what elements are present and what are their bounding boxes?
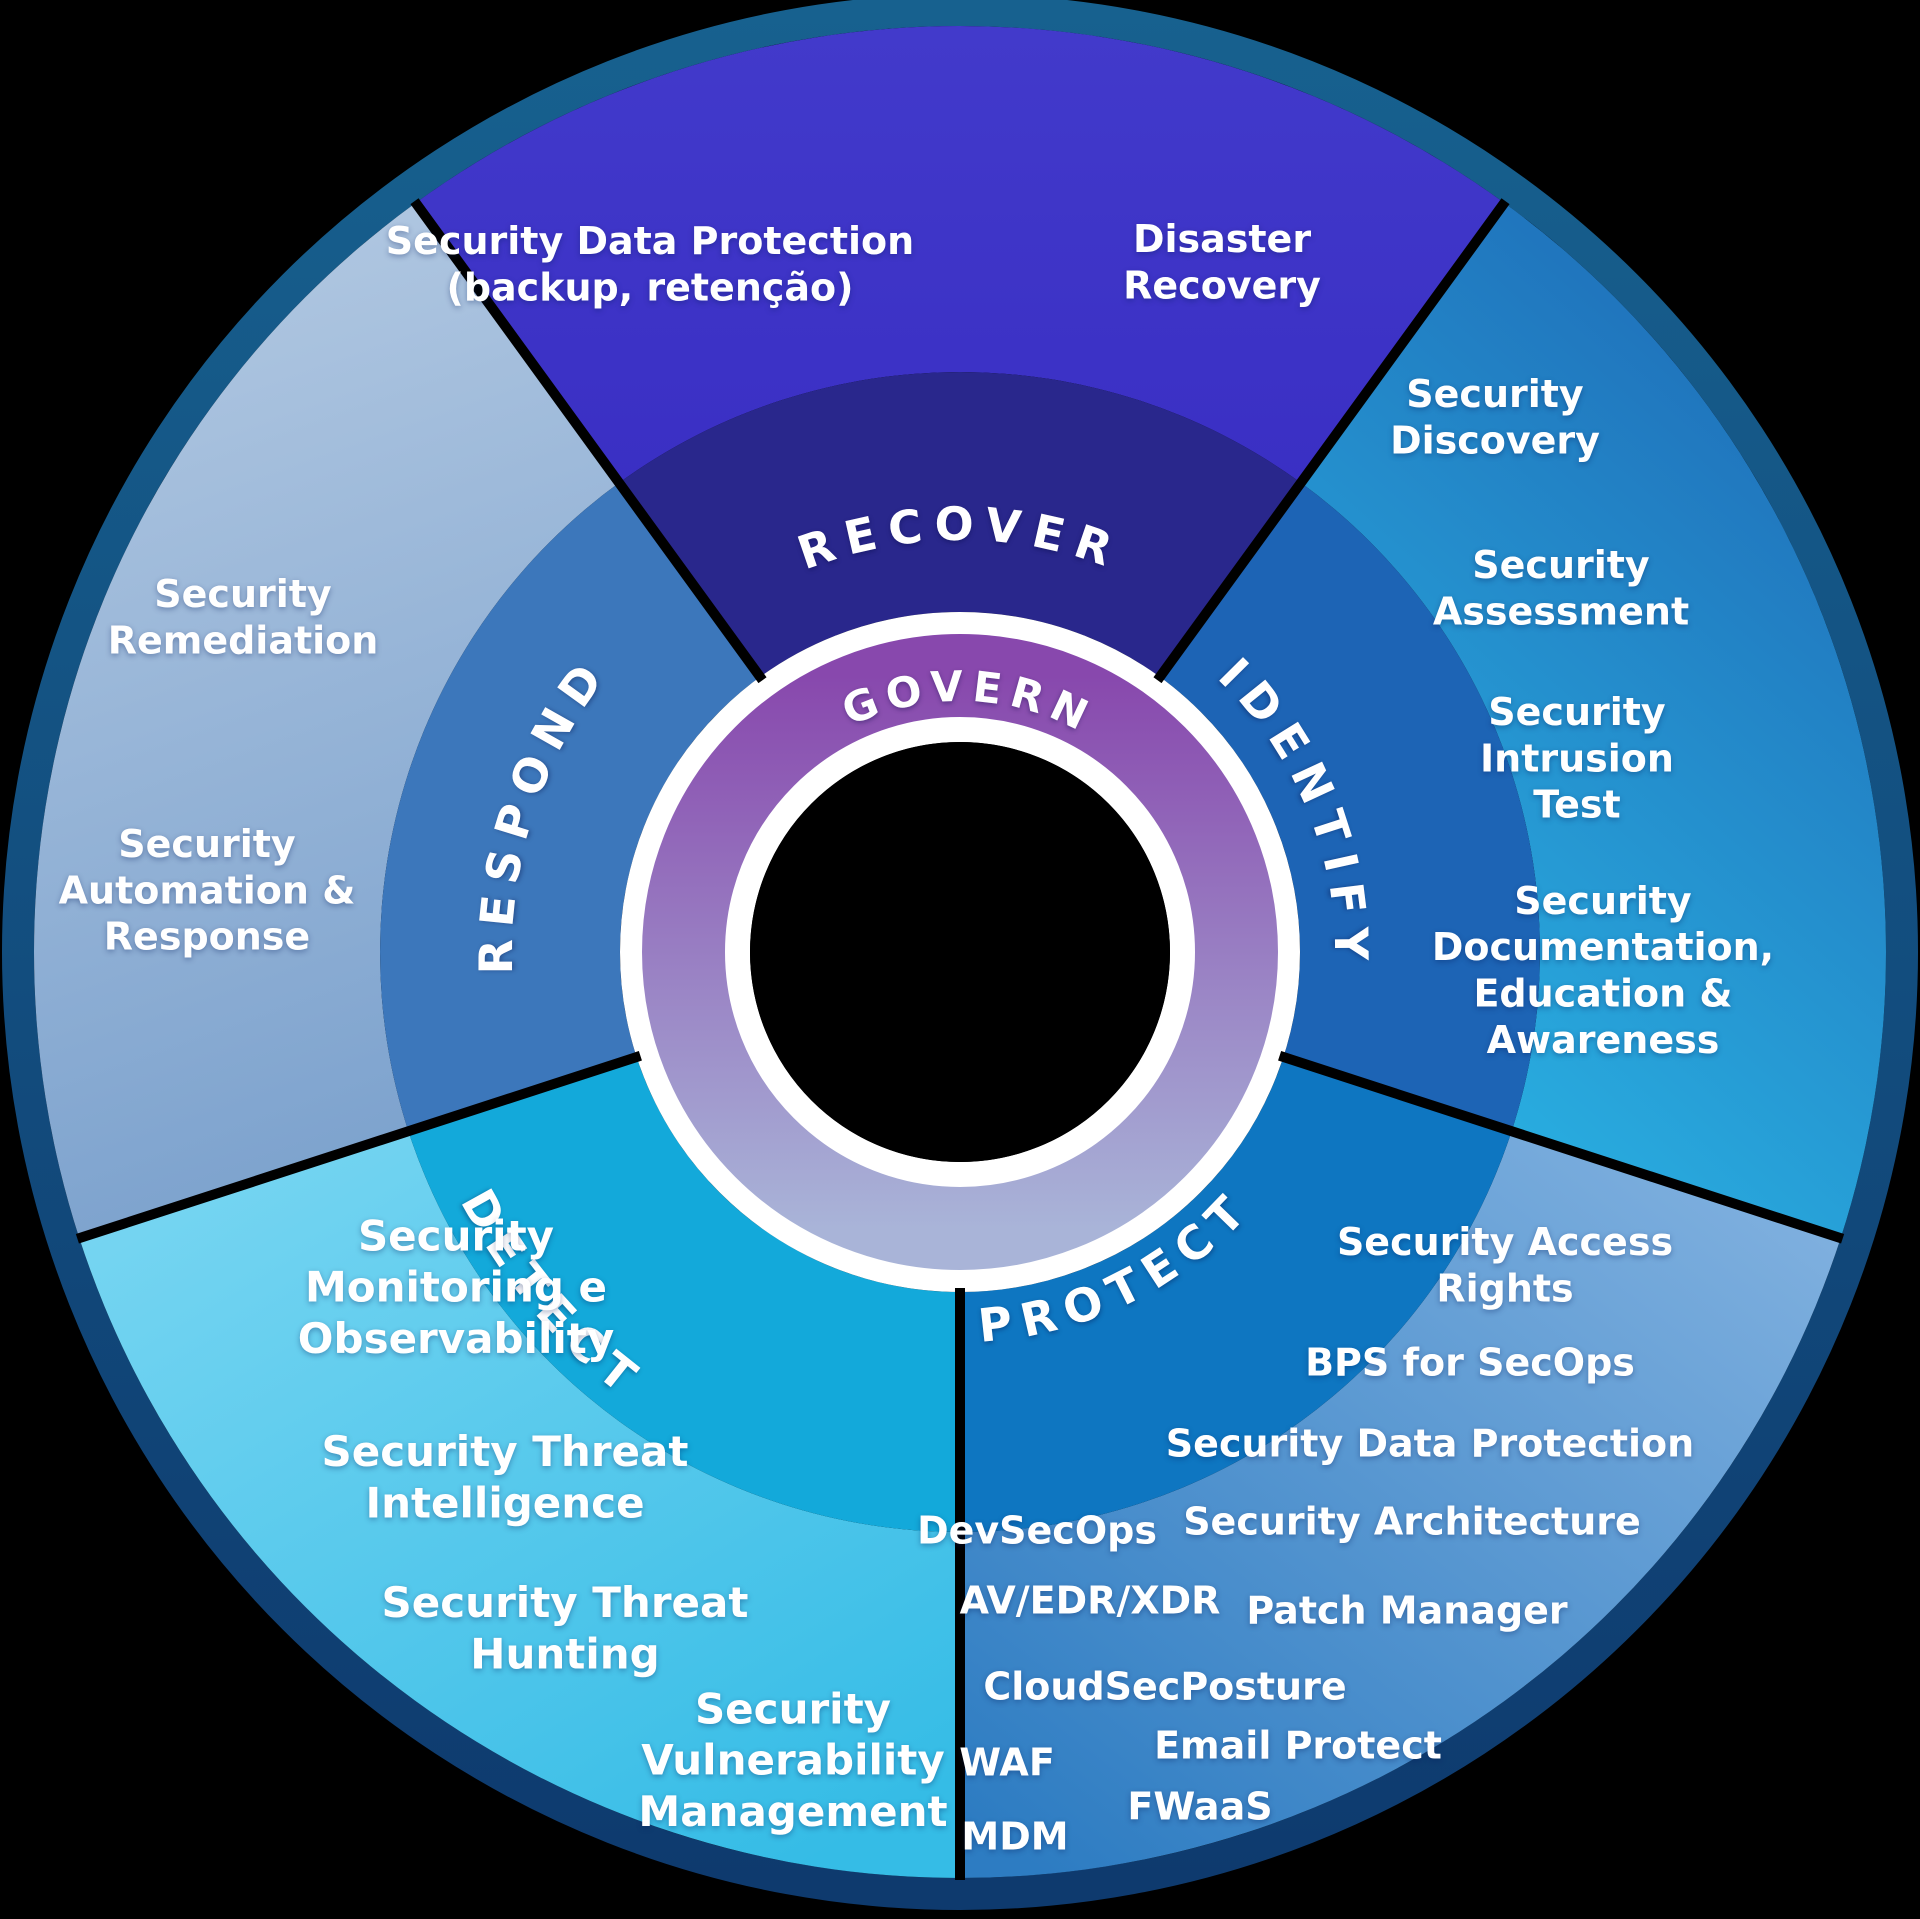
- service-label-protect: Email Protect: [1154, 1723, 1442, 1767]
- sector-respond-inner-segment: [380, 482, 761, 1132]
- sector-detect-outer-segment: [79, 1131, 961, 1878]
- sector-divider: [1278, 1051, 1845, 1244]
- service-label-protect: Patch Manager: [1246, 1588, 1568, 1632]
- sector-respond-outer-segment: [34, 202, 620, 1239]
- sector-recover-outer-segment: [415, 26, 1505, 483]
- service-label-protect: AV/EDR/XDR: [960, 1578, 1221, 1622]
- sector-divider: [410, 198, 767, 684]
- service-label-protect: DevSecOps: [917, 1508, 1157, 1552]
- sector-protect-outer-segment: [960, 1131, 1841, 1878]
- service-label-protect: WAF: [959, 1740, 1055, 1784]
- sector-recover-inner-segment: [619, 372, 1301, 677]
- service-label-protect: FWaaS: [1127, 1784, 1272, 1828]
- sector-divider: [75, 1051, 642, 1244]
- sector-protect-inner-segment: [960, 1057, 1512, 1532]
- service-label-protect: Security Architecture: [1183, 1499, 1641, 1543]
- service-label-protect: MDM: [961, 1814, 1068, 1858]
- sector-identify-outer-segment: [1300, 202, 1886, 1239]
- sector-divider: [1153, 198, 1510, 684]
- service-label-protect: Security Data Protection: [1166, 1421, 1694, 1465]
- service-label-recover: Security Data Protection(backup, retençã…: [386, 219, 914, 309]
- service-label-protect: CloudSecPosture: [983, 1664, 1346, 1708]
- center-hole: [750, 742, 1170, 1162]
- sector-detect-inner-segment: [408, 1057, 960, 1532]
- sector-identify-inner-segment: [1159, 482, 1540, 1132]
- govern-ring: [642, 634, 1278, 1270]
- service-label-protect: BPS for SecOps: [1305, 1340, 1635, 1384]
